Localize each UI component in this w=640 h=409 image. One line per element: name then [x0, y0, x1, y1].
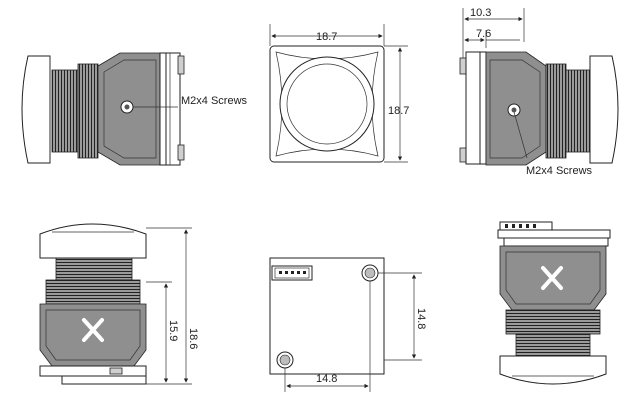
front-width-dim: 18.7 [316, 31, 337, 43]
body-height-dim: 15.9 [167, 320, 179, 341]
screws-callout-right: M2x4 Screws [526, 165, 593, 177]
top-view [497, 221, 611, 385]
brand-logo-x [82, 318, 104, 342]
side-view-right: 10.3 7.6 M2x4 Screws [459, 7, 619, 177]
front-view: 18.7 18.7 [269, 24, 409, 163]
lens-thread [51, 69, 79, 153]
right-overall-dim: 10.3 [470, 7, 491, 19]
lens-dome [21, 55, 51, 164]
side-view-left: M2x4 Screws [21, 52, 248, 166]
bottom-body [39, 303, 147, 367]
brand-logo-x-top [541, 266, 563, 290]
focus-ring [77, 63, 99, 159]
hole-horizontal-dim: 14.8 [316, 373, 337, 385]
front-lens [279, 56, 375, 152]
hole-vertical-dim: 14.8 [415, 308, 427, 329]
bottom-lens-dome [39, 223, 147, 259]
total-height-dim: 18.6 [187, 328, 199, 349]
bottom-view: 15.9 18.6 [39, 223, 199, 385]
back-view: 14.8 14.8 [269, 257, 427, 392]
screws-callout-left: M2x4 Screws [181, 95, 248, 107]
right-depth-dim: 7.6 [476, 28, 491, 40]
front-height-dim: 18.7 [388, 105, 409, 117]
